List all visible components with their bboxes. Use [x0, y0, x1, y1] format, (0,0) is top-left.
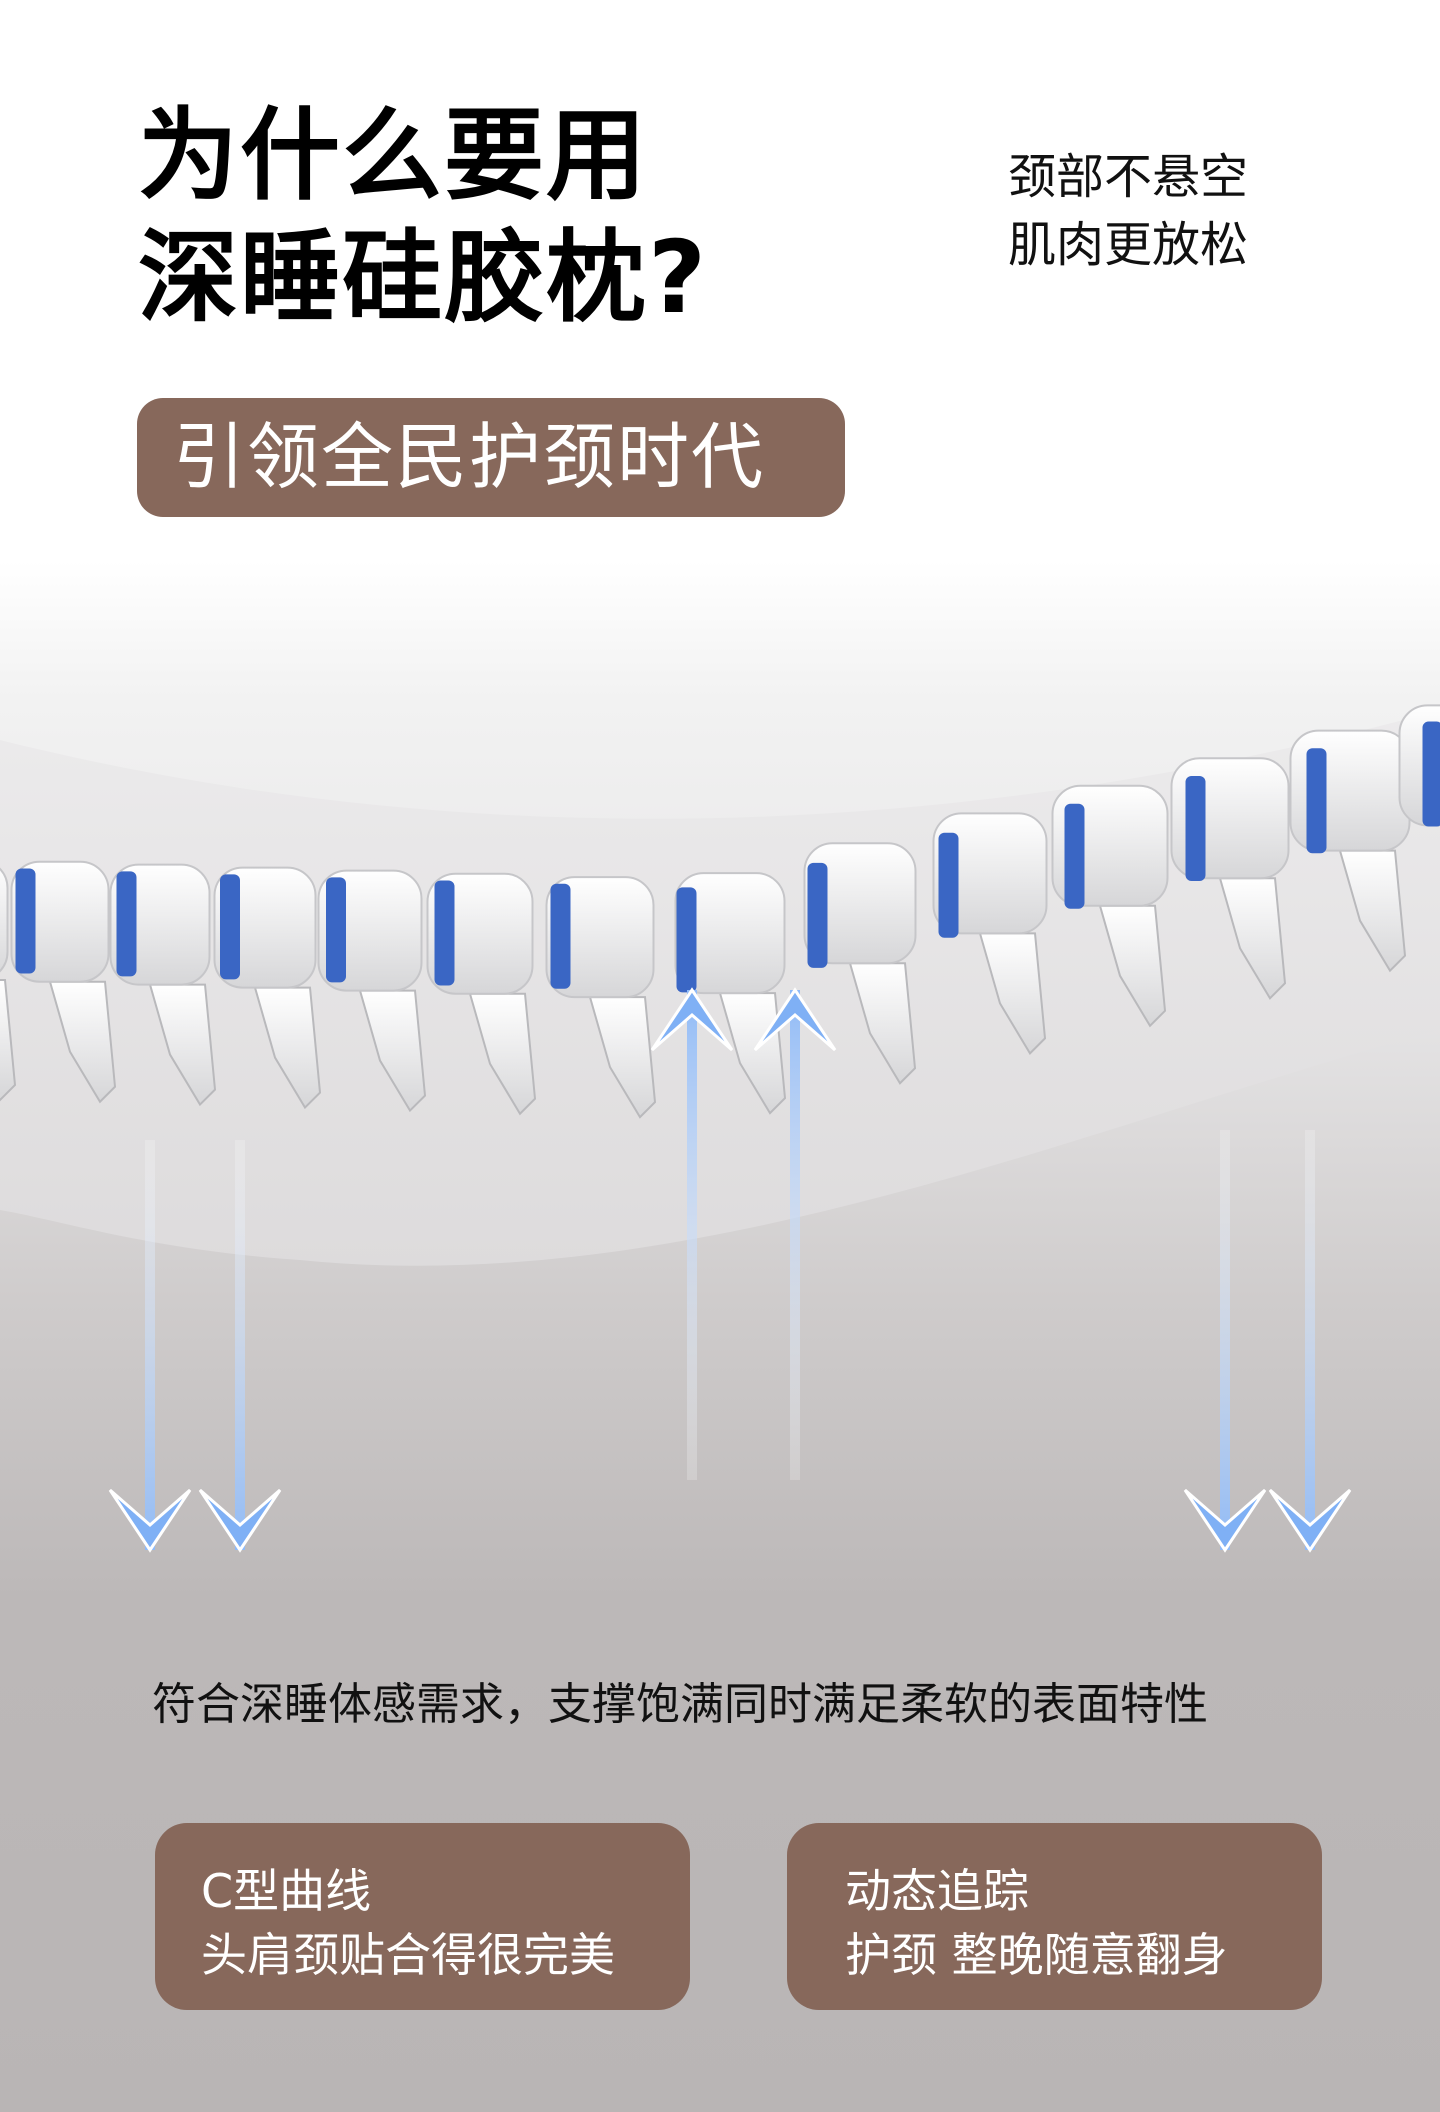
vertebra	[674, 872, 786, 995]
spinous-process	[253, 986, 322, 1110]
spine-illustration	[0, 704, 1440, 1553]
title-line-1: 为什么要用	[138, 97, 648, 214]
feature-card-dynamic-tracking: 动态追踪 护颈 整晚随意翻身	[787, 1823, 1322, 2010]
title-line-2: 深睡硅胶枕?	[138, 219, 709, 336]
intervertebral-disc	[550, 883, 571, 989]
intervertebral-disc	[15, 868, 36, 974]
arrow-shaft	[1305, 1130, 1315, 1550]
arrow-shaft	[687, 990, 697, 1480]
spinous-process	[588, 996, 657, 1119]
slogan-badge: 引领全民护颈时代	[137, 398, 845, 517]
arrow-head	[753, 987, 837, 1052]
card-desc: 护颈 整晚随意翻身	[845, 1928, 1228, 1982]
intervertebral-disc	[938, 832, 959, 938]
spinous-process	[148, 983, 217, 1107]
spine	[0, 704, 1440, 1119]
vertebra	[932, 812, 1048, 935]
arrow-shaft	[145, 1140, 155, 1550]
arrows	[108, 987, 1352, 1553]
intervertebral-disc	[1422, 721, 1440, 827]
intervertebral-disc	[220, 874, 240, 980]
arrow-down-icon	[1183, 1130, 1267, 1553]
intervertebral-disc	[326, 877, 346, 983]
subtitle: 符合深睡体感需求，支撑饱满同时满足柔软的表面特性	[152, 1679, 1208, 1730]
vertebra	[803, 842, 917, 965]
feature-card-c-curve: C型曲线 头肩颈贴合得很完美	[155, 1823, 690, 2010]
side-line-1: 颈部不悬空	[1008, 149, 1249, 205]
spinous-process	[848, 962, 917, 1085]
intervertebral-disc	[676, 887, 697, 993]
page-title: 为什么要用 深睡硅胶枕?	[138, 95, 708, 339]
side-tagline: 颈部不悬空 肌肉更放松	[1008, 143, 1248, 279]
intervertebral-disc	[1185, 776, 1206, 882]
spinous-process	[0, 979, 17, 1102]
arrow-down-icon	[1268, 1130, 1352, 1553]
arrow-down-icon	[108, 1140, 192, 1553]
intervertebral-disc	[1064, 803, 1085, 909]
arrow-up-icon	[650, 987, 734, 1480]
vertebra	[545, 876, 655, 999]
arrow-shaft	[1220, 1130, 1230, 1550]
arrow-head	[108, 1488, 192, 1553]
side-line-2: 肌肉更放松	[1008, 217, 1249, 273]
arrow-shaft	[790, 990, 800, 1480]
spinous-process	[48, 980, 117, 1104]
arrow-shaft	[235, 1140, 245, 1550]
arrow-head	[1183, 1488, 1267, 1553]
spinous-process	[468, 992, 537, 1116]
vertebra	[10, 860, 110, 983]
arrow-head	[198, 1488, 282, 1553]
arrow-head	[1268, 1488, 1352, 1553]
card-title: C型曲线	[201, 1864, 372, 1918]
intervertebral-disc	[807, 862, 828, 968]
arrow-down-icon	[198, 1140, 282, 1553]
spinous-process	[358, 989, 427, 1113]
intervertebral-disc	[116, 871, 137, 977]
spinous-process	[718, 992, 787, 1115]
intervertebral-disc	[434, 880, 455, 986]
arrow-head	[650, 987, 734, 1052]
vertebra	[0, 867, 9, 973]
card-desc: 头肩颈贴合得很完美	[201, 1928, 615, 1982]
card-title: 动态追踪	[845, 1864, 1029, 1918]
arrow-up-icon	[753, 987, 837, 1480]
intervertebral-disc	[1306, 748, 1327, 854]
